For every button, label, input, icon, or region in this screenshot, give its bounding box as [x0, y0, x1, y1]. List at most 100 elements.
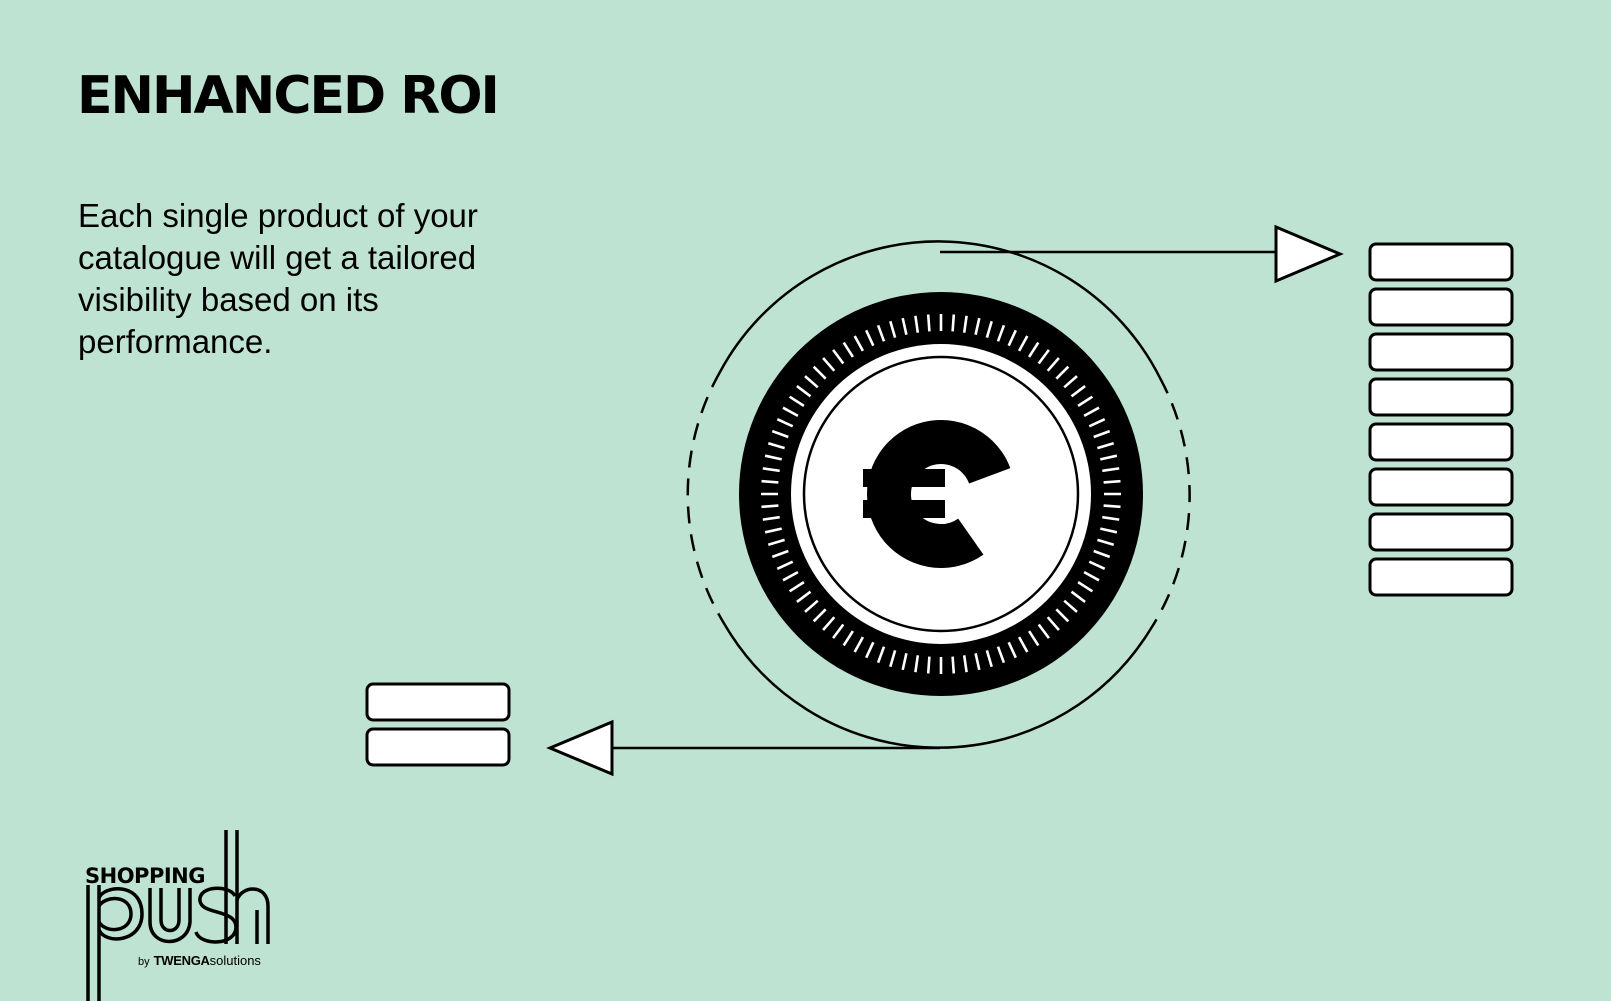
coin-tick: [889, 650, 897, 668]
coin-tick: [901, 653, 908, 671]
coin-tick: [865, 641, 875, 659]
logo-wordmark-graphic: [86, 830, 270, 1001]
coin-tick: [985, 320, 993, 338]
coin-tick: [914, 315, 920, 333]
coin-tick: [1063, 599, 1078, 613]
coin-tick: [788, 581, 805, 593]
coin-tick: [782, 570, 799, 582]
coin-tick: [1070, 385, 1086, 398]
orbit-dashed-right: [1148, 377, 1191, 631]
coin-tick: [1100, 527, 1118, 534]
logo-by-text: by: [138, 956, 150, 968]
coin-tick: [804, 375, 819, 389]
coin-tick: [1028, 341, 1040, 358]
coin-tick: [996, 324, 1006, 342]
coin-tick: [1103, 479, 1121, 484]
coin-tick: [822, 357, 836, 372]
coin-tick: [776, 560, 794, 570]
coin-tick: [1100, 454, 1118, 461]
coin-tick: [926, 656, 931, 674]
coin-tick-marks: [761, 314, 1121, 674]
stacked-coin: [1368, 422, 1514, 462]
coin-tick: [764, 454, 782, 461]
stacked-coin: [1368, 512, 1514, 552]
logo-brand-suffix: solutions: [209, 953, 261, 968]
orbit-arc-top: [718, 240, 1162, 379]
coin-tick: [1046, 357, 1060, 372]
stacked-coin: [1368, 557, 1514, 597]
coin-stack-left: [365, 682, 511, 767]
coin-tick: [951, 656, 956, 674]
coin-tick: [926, 314, 931, 332]
coin-tick: [1088, 418, 1106, 428]
coin-tick: [842, 630, 854, 647]
description-text: Each single product of your catalogue wi…: [78, 197, 478, 360]
coin-tick: [876, 324, 886, 342]
coin-tick: [764, 527, 782, 534]
coin-tick: [788, 395, 805, 407]
coin-tick: [1046, 616, 1060, 631]
coin-tick: [853, 636, 865, 653]
coin-tick: [1017, 636, 1029, 653]
stacked-coin: [1368, 377, 1514, 417]
logo-brand-text: TWENGA: [153, 953, 210, 968]
coin-tick: [1097, 538, 1115, 546]
coin-tick: [1093, 549, 1111, 559]
arrow-left-icon: [546, 719, 940, 777]
coin-tick: [1102, 467, 1120, 473]
coin-tick: [842, 341, 854, 358]
coin-tick: [1083, 570, 1100, 582]
coin-tick: [1097, 442, 1115, 450]
coin-tick: [1083, 406, 1100, 418]
coin-tick: [865, 329, 875, 347]
coin-tick: [914, 655, 920, 673]
coin-tick: [1037, 349, 1050, 365]
coin-tick: [853, 335, 865, 352]
coin-tick: [974, 653, 981, 671]
coin-tick: [761, 504, 779, 509]
coin-tick: [1093, 429, 1111, 439]
coin-tick: [796, 385, 812, 398]
coin-tick: [889, 320, 897, 338]
coin-tick: [1007, 641, 1017, 659]
coin-tick: [1102, 515, 1120, 521]
coin-tick: [762, 467, 780, 473]
coin-tick: [767, 442, 785, 450]
coin-tick: [962, 315, 968, 333]
coin-tick: [1077, 395, 1094, 407]
stacked-coin: [1368, 287, 1514, 327]
coin-tick: [762, 515, 780, 521]
coin-tick: [796, 590, 812, 603]
coin-tick: [1055, 365, 1070, 380]
coin-tick: [951, 314, 956, 332]
stacked-coin: [1368, 467, 1514, 507]
coin-tick: [1017, 335, 1029, 352]
coin-tick: [1037, 623, 1050, 639]
stacked-coin: [365, 682, 511, 722]
coin-icon: [739, 292, 1143, 696]
coin-tick: [804, 599, 819, 613]
coin-tick: [985, 650, 993, 668]
page-title: ENHANCED ROI: [77, 66, 500, 126]
coin-tick: [771, 429, 789, 439]
coin-tick: [1063, 375, 1078, 389]
logo-shopping-text: SHOPPING: [85, 864, 205, 888]
coin-tick: [962, 655, 968, 673]
coin-tick: [771, 549, 789, 559]
coin-tick: [974, 317, 981, 335]
coin-tick: [1070, 590, 1086, 603]
coin-tick: [782, 406, 799, 418]
coin-stack-right: [1368, 242, 1514, 597]
coin-tick: [832, 349, 845, 365]
coin-tick: [832, 623, 845, 639]
coin-tick: [1007, 329, 1017, 347]
coin-tick: [1055, 608, 1070, 623]
coin-tick: [812, 608, 827, 623]
arrow-right-icon: [940, 224, 1344, 284]
coin-tick: [876, 646, 886, 664]
coin-tick: [1103, 504, 1121, 509]
stacked-coin: [365, 727, 511, 767]
